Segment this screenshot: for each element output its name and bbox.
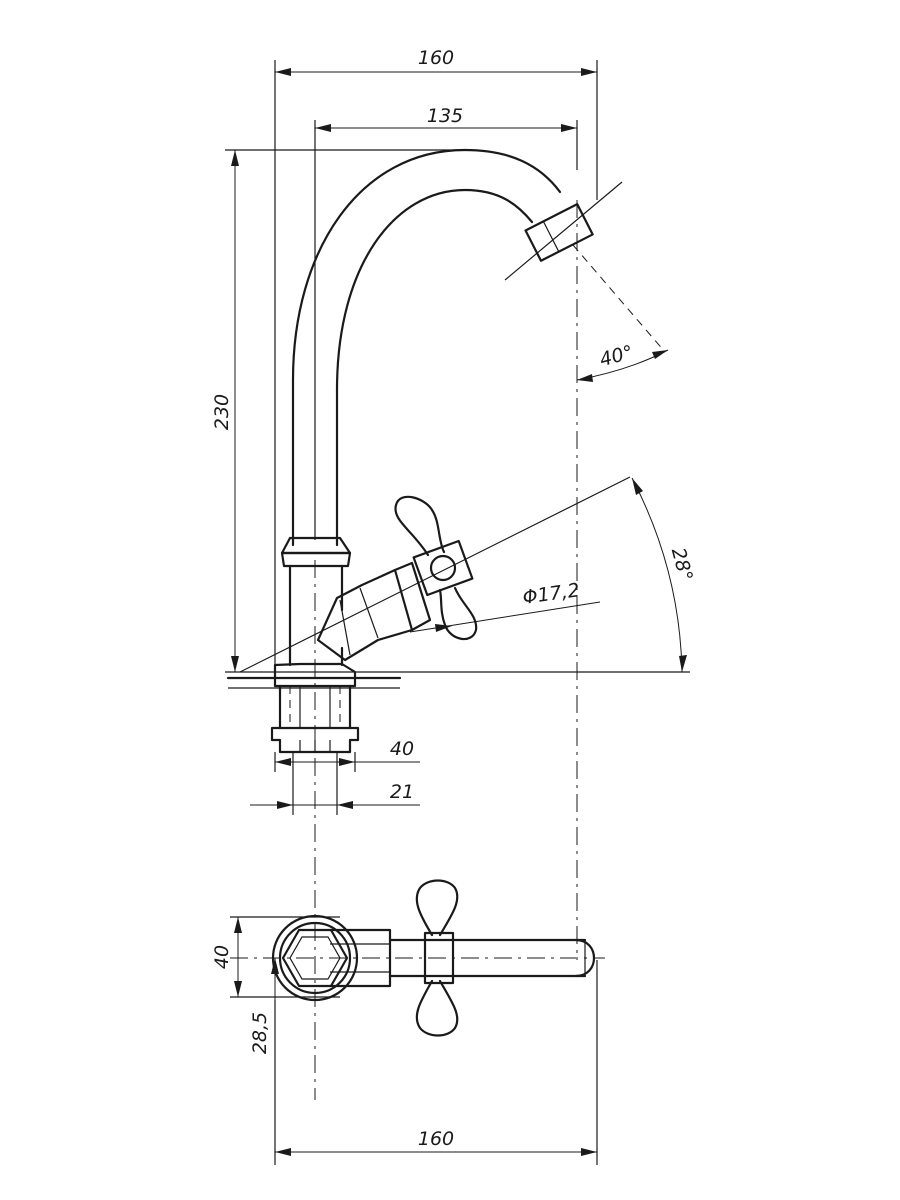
dim-40-base: 40 [274, 738, 420, 772]
cross-handle [394, 495, 478, 641]
dim-135: 135 [315, 105, 577, 132]
spout [291, 148, 666, 547]
dim-135-label: 135 [427, 105, 463, 127]
dim-160-bottom-label: 160 [418, 1128, 454, 1150]
valve-body [280, 536, 432, 667]
front-view: 160 135 230 [211, 47, 697, 1100]
dim-160-top-label: 160 [418, 47, 454, 69]
dim-40-plan-label: 40 [211, 945, 233, 969]
dim-21-base-label: 21 [390, 781, 414, 803]
dim-diameter-17-2: Φ17,2 [409, 579, 601, 633]
dim-40-plan: 40 [211, 917, 242, 997]
shank [270, 684, 360, 754]
dim-21-base: 21 [250, 752, 420, 815]
plan-valve-head [328, 928, 392, 988]
dim-28-5-plan: 28,5 [249, 958, 279, 1060]
dim-160-top: 160 [275, 47, 597, 76]
dim-angle-40: 40° [576, 341, 669, 382]
plan-view: 40 28,5 160 [211, 879, 605, 1165]
dim-diameter-label: Φ17,2 [521, 579, 581, 609]
dim-angle-28-label: 28° [667, 545, 697, 583]
dim-230: 230 [211, 150, 239, 672]
dim-230-label: 230 [211, 394, 233, 430]
dim-160-bottom: 160 [275, 1128, 597, 1156]
dim-28-5-label: 28,5 [249, 1012, 271, 1054]
dim-40-base-label: 40 [390, 738, 414, 760]
